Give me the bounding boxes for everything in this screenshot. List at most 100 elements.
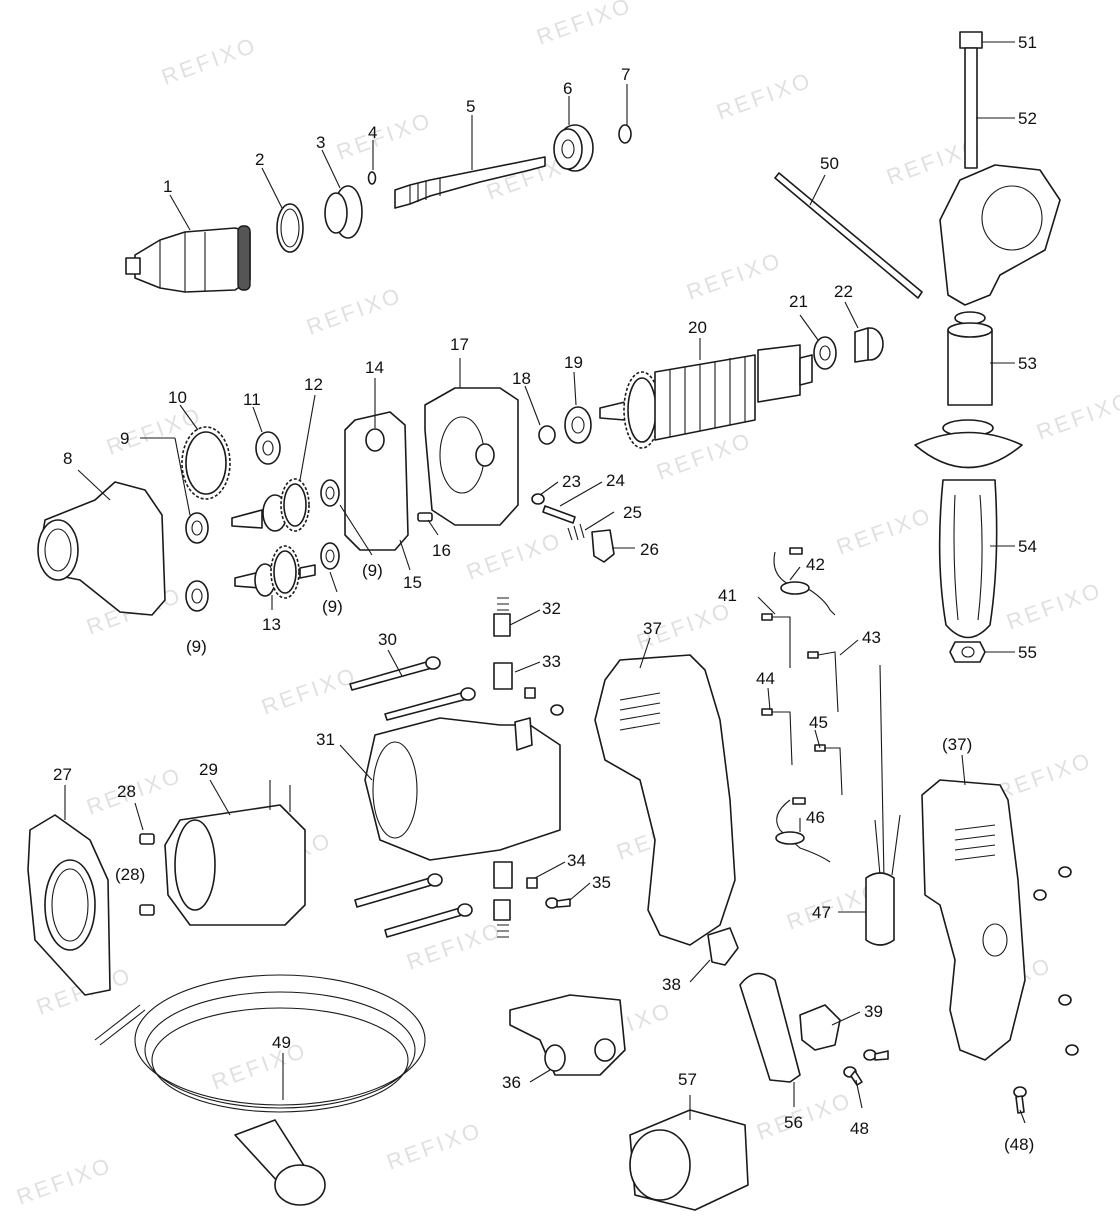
svg-text:REFIXO: REFIXO xyxy=(993,747,1095,805)
part-17-motor-housing-front xyxy=(424,387,519,526)
label-25: 25 xyxy=(623,503,642,522)
part-8-gear-housing xyxy=(37,481,166,616)
part-47-capacitor xyxy=(865,664,901,946)
part-33-brush-holder-top xyxy=(493,662,564,716)
label-48-paren: (48) xyxy=(1004,1135,1034,1154)
part-16-pin xyxy=(417,512,433,522)
label-37: 37 xyxy=(643,619,662,638)
part-10-gear xyxy=(181,426,231,500)
part-24-pin xyxy=(542,505,576,524)
svg-text:REFIXO: REFIXO xyxy=(533,0,635,50)
part-handle-clamp xyxy=(939,164,1061,306)
part-22-bearing-sleeve xyxy=(854,327,884,363)
label-17: 17 xyxy=(450,335,469,354)
label-49: 49 xyxy=(272,1033,291,1052)
part-51-52-bolt xyxy=(959,31,983,169)
part-54-side-handle xyxy=(914,419,1023,639)
label-48: 48 xyxy=(850,1119,869,1138)
svg-text:REFIXO: REFIXO xyxy=(1003,577,1105,635)
part-48-screws-bottom xyxy=(843,1049,889,1086)
part-13-drive-shaft xyxy=(234,545,316,599)
label-43: 43 xyxy=(862,628,881,647)
part-3-bearing-cap xyxy=(324,185,363,239)
part-2-circlip xyxy=(276,203,304,253)
part-39-clamp xyxy=(799,1004,841,1051)
label-39: 39 xyxy=(864,1002,883,1021)
part-11-bushing xyxy=(255,431,281,465)
part-50-depth-rod xyxy=(774,172,923,299)
label-38: 38 xyxy=(662,975,681,994)
label-34: 34 xyxy=(567,851,586,870)
part-42-suppressor xyxy=(773,547,836,616)
part-31-motor-housing xyxy=(364,717,561,861)
part-36-switch xyxy=(509,994,626,1076)
label-42: 42 xyxy=(806,555,825,574)
svg-text:REFIXO: REFIXO xyxy=(208,1037,310,1095)
part-29-stator xyxy=(164,780,306,926)
label-18: 18 xyxy=(512,369,531,388)
label-6: 6 xyxy=(563,79,572,98)
label-15: 15 xyxy=(403,573,422,592)
label-4: 4 xyxy=(368,123,377,142)
label-56: 56 xyxy=(784,1113,803,1132)
part-57-plug-adapter xyxy=(629,1109,749,1211)
label-55: 55 xyxy=(1018,643,1037,662)
label-37-paren: (37) xyxy=(942,735,972,754)
label-33: 33 xyxy=(542,652,561,671)
svg-text:REFIXO: REFIXO xyxy=(833,502,935,560)
svg-text:REFIXO: REFIXO xyxy=(258,662,360,720)
label-27: 27 xyxy=(53,765,72,784)
label-3: 3 xyxy=(316,133,325,152)
label-22: 22 xyxy=(834,282,853,301)
part-20-armature xyxy=(599,344,813,449)
part-14-15-gasket-plate xyxy=(344,411,409,551)
part-21-bearing xyxy=(813,336,837,370)
label-54: 54 xyxy=(1018,537,1037,556)
label-44: 44 xyxy=(756,669,775,688)
part-56-cable-sleeve xyxy=(739,972,801,1083)
part-9-bearing-d xyxy=(320,542,340,570)
label-32: 32 xyxy=(542,599,561,618)
label-57: 57 xyxy=(678,1070,697,1089)
label-13: 13 xyxy=(262,615,281,634)
label-28-paren: (28) xyxy=(115,865,145,884)
part-12-intermediate-shaft xyxy=(231,478,310,532)
label-30: 30 xyxy=(378,630,397,649)
label-52: 52 xyxy=(1018,109,1037,128)
label-36: 36 xyxy=(502,1073,521,1092)
part-18-bushing xyxy=(538,425,556,445)
label-2: 2 xyxy=(255,150,264,169)
part-25-spring xyxy=(567,523,585,541)
part-9-bearing-a xyxy=(185,512,209,544)
label-19: 19 xyxy=(564,353,583,372)
part-labels: 1 2 3 4 5 6 7 8 9 10 11 12 13 (9) (9) (9… xyxy=(53,33,1037,1154)
part-7-retaining-ring xyxy=(618,124,632,144)
part-37-handle-half xyxy=(594,654,736,946)
part-49-power-cable xyxy=(94,974,426,1206)
part-37-handle-right xyxy=(921,779,1026,1061)
label-24: 24 xyxy=(606,471,625,490)
part-1-chuck xyxy=(125,225,251,293)
part-32-carbon-brush-top xyxy=(493,597,511,637)
part-9-bearing-c xyxy=(320,479,340,507)
part-55-nut xyxy=(949,641,986,663)
part-35-screw xyxy=(545,897,571,909)
label-10: 10 xyxy=(168,388,187,407)
part-44-wire xyxy=(761,708,793,766)
part-46-suppressor xyxy=(775,797,831,863)
label-29: 29 xyxy=(199,760,218,779)
label-26: 26 xyxy=(640,540,659,559)
label-23: 23 xyxy=(562,472,581,491)
part-26-button xyxy=(591,529,615,563)
label-35: 35 xyxy=(592,873,611,892)
label-20: 20 xyxy=(688,318,707,337)
part-48-screws-right xyxy=(1013,866,1079,1114)
svg-text:REFIXO: REFIXO xyxy=(683,247,785,305)
label-9-paren-c: (9) xyxy=(322,597,343,616)
label-1: 1 xyxy=(163,177,172,196)
part-28-pins xyxy=(139,833,155,916)
part-53-sleeve xyxy=(947,311,993,406)
part-30-screws-top xyxy=(349,656,476,721)
part-9-bearing-b xyxy=(185,580,209,612)
label-12: 12 xyxy=(304,375,323,394)
